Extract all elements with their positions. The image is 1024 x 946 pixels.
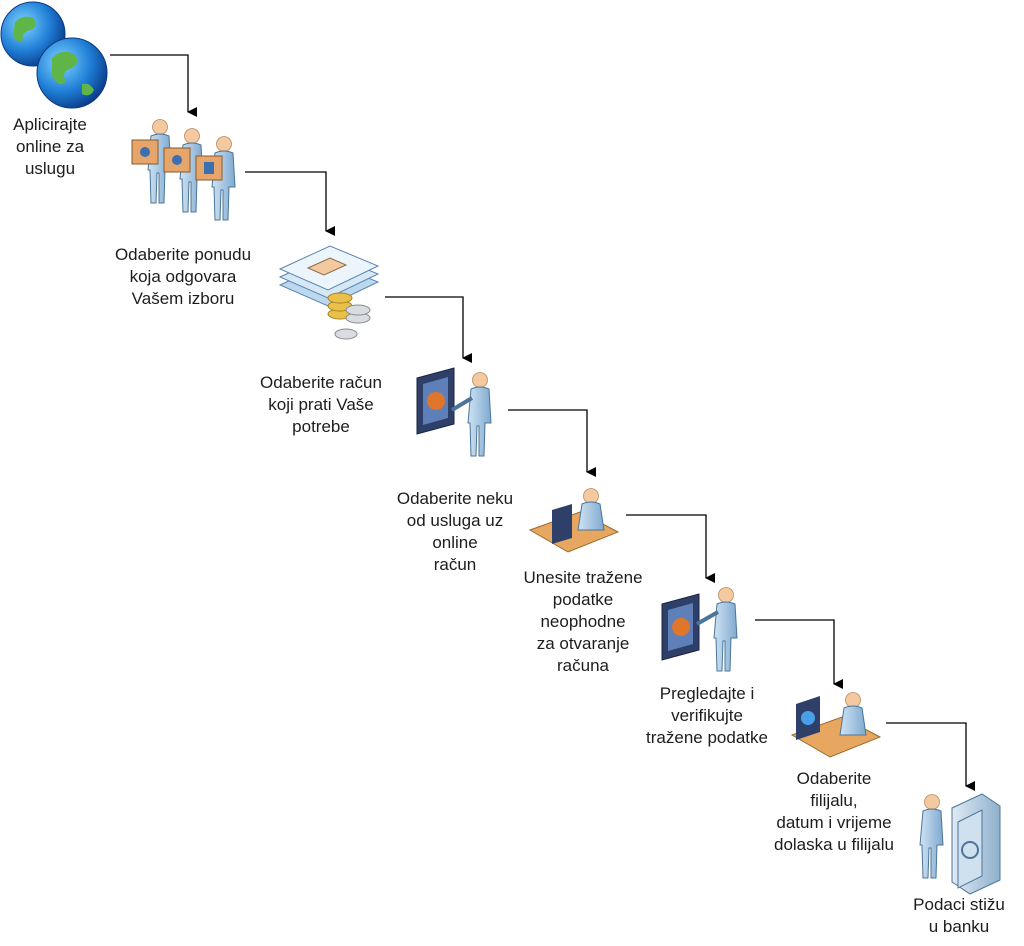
- arrow-6: [755, 619, 843, 689]
- presenter-icon: [416, 367, 492, 457]
- arrow-7: [886, 722, 975, 791]
- arrow-1: [110, 54, 197, 117]
- vault-person-icon: [919, 793, 1001, 895]
- arrow-4: [508, 409, 596, 477]
- step-label-offer: Odaberite ponudu koja odgovara Vašem izb…: [114, 245, 252, 308]
- connector-arrows: [110, 54, 975, 791]
- step-label-service: Odaberite neku od usluga uz online račun: [396, 489, 514, 574]
- arrow-2: [245, 171, 335, 236]
- step-label-account: Odaberite račun koji prati Vaše potrebe: [260, 373, 382, 436]
- desk-worker-icon: [528, 488, 620, 553]
- step-label-bank: Podaci stižu u banku: [913, 895, 1005, 936]
- arrow-5: [626, 514, 715, 583]
- step-label-data: Unesite tražene podatke neophodne za otv…: [523, 568, 643, 675]
- step-label-verify: Pregledajte i verifikujte tražene podatk…: [646, 684, 768, 747]
- presenter-icon-2: [661, 587, 738, 672]
- step-label-branch: Odaberite filijalu, datum i vrijeme dola…: [773, 769, 894, 854]
- step-label-apply: Aplicirajte online za uslugu: [13, 115, 87, 178]
- globe-icon: [0, 1, 108, 109]
- documents-coins-icon: [278, 245, 380, 340]
- arrow-3: [385, 296, 472, 363]
- team-boxes-icon: [131, 119, 236, 221]
- desk-worker-icon-2: [790, 692, 882, 758]
